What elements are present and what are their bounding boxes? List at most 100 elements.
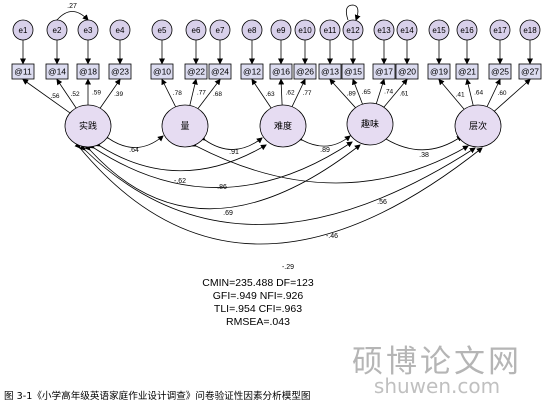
error-9: e9 — [270, 19, 292, 41]
error-covariance-arc — [51, 11, 89, 26]
indicator-box — [488, 63, 512, 80]
loading-arrow-16 — [465, 78, 474, 106]
factor-label: 实践 — [79, 120, 97, 131]
error-17: e17 — [489, 19, 511, 41]
indicator-box — [518, 63, 542, 80]
watermark-url: shuwen.com — [373, 374, 501, 398]
error-15: e15 — [428, 19, 450, 41]
factor-correlation-arc-6 — [88, 141, 353, 188]
diagram-nodes: @11@14@18@23@10@22@24@12@16@26@13@15@17@… — [11, 19, 542, 148]
factor-5: 层次 — [454, 104, 502, 148]
error-1: e1 — [12, 19, 34, 41]
indicator-label: @21 — [458, 67, 476, 77]
loading-arrow-2 — [56, 78, 77, 109]
factor-correlation-arc-4 — [380, 133, 463, 151]
indicator-9: @16 — [269, 63, 293, 80]
loading-arrow-18 — [494, 78, 531, 112]
indicator-label: @10 — [153, 67, 171, 77]
indicator-4: @23 — [108, 63, 132, 80]
loading-arrow-7 — [197, 78, 221, 109]
error-label: e7 — [216, 26, 225, 35]
site-watermark: 硕博论文网 shuwen.com — [332, 336, 542, 404]
loading-arrow-1 — [22, 78, 71, 114]
loading-label-4: .39 — [114, 91, 123, 98]
loading-arrow-12 — [351, 78, 363, 105]
loading-arrow-9 — [278, 78, 285, 106]
indicator-17: @25 — [488, 63, 512, 80]
loading-label-17: .60 — [498, 90, 507, 97]
indicator-box — [341, 63, 365, 80]
factor-4: 趣味 — [346, 102, 394, 146]
loading-label-7: .68 — [213, 91, 222, 98]
indicator-6: @22 — [184, 63, 208, 80]
fit-index-4: RMSEA=.043 — [226, 316, 290, 328]
factor-correlation-arc-2 — [199, 134, 263, 150]
indicator-label: @14 — [48, 67, 66, 77]
indicator-5: @10 — [150, 63, 174, 80]
error-circle — [77, 19, 99, 41]
error-3: e3 — [77, 19, 99, 41]
factor-ellipse — [454, 104, 502, 148]
indicator-label: @11 — [14, 67, 32, 77]
loading-arrow-4 — [99, 78, 121, 109]
factor-ellipse — [161, 104, 209, 148]
factor-ellipse — [64, 104, 112, 148]
factor-correlation-label-3: .89 — [320, 147, 330, 154]
indicator-label: @25 — [491, 67, 509, 77]
factor-correlation-label-6: .86 — [217, 184, 227, 191]
indicator-label: @13 — [321, 67, 339, 77]
error-label: e1 — [19, 26, 28, 35]
error-label: e18 — [523, 26, 537, 35]
error-label: e15 — [432, 26, 446, 35]
loading-label-13: .74 — [384, 89, 393, 96]
loading-label-11: .89 — [347, 91, 356, 98]
indicator-box — [240, 63, 264, 80]
error-circle — [428, 19, 450, 41]
factor-correlation-arc-8 — [84, 144, 361, 210]
indicator-label: @18 — [79, 67, 97, 77]
loading-label-15: .41 — [456, 91, 465, 98]
factor-correlation-label-2: .91 — [229, 149, 239, 156]
error-7: e7 — [209, 19, 231, 41]
error-4: e4 — [109, 19, 131, 41]
loading-arrow-17 — [486, 78, 501, 107]
factor-correlation-arc-7 — [190, 141, 469, 184]
error-label: e2 — [53, 26, 62, 35]
loading-label-1: .56 — [50, 93, 59, 100]
loading-arrow-15 — [438, 78, 465, 110]
indicator-18: @27 — [518, 63, 542, 80]
loading-label-5: .78 — [173, 90, 182, 97]
loading-label-14: .61 — [399, 90, 408, 97]
error-label: e6 — [192, 26, 201, 35]
indicator-label: @26 — [296, 67, 314, 77]
error-label: e5 — [158, 26, 167, 35]
error-label: e17 — [493, 26, 507, 35]
error-label: e13 — [377, 26, 391, 35]
error-6: e6 — [185, 19, 207, 41]
factor-correlation-label-4: .38 — [419, 152, 429, 159]
error-label: e9 — [277, 26, 286, 35]
error-13: e13 — [373, 19, 395, 41]
factor-correlation-label-7: .56 — [377, 199, 387, 206]
indicator-label: @22 — [187, 67, 205, 77]
fit-index-1: CMIN=235.488 DF=123 — [202, 277, 314, 289]
indicator-15: @19 — [427, 63, 451, 80]
loading-label-2: .52 — [71, 91, 80, 98]
loading-arrow-13 — [375, 78, 386, 104]
factor-correlation-label-8: .69 — [223, 210, 233, 217]
indicator-box — [45, 63, 69, 80]
factor-correlation-label-9: -.46 — [326, 233, 338, 240]
factor-2: 量 — [161, 104, 209, 148]
path-arrows — [20, 4, 533, 245]
fit-index-2: GFI=.949 NFI=.926 — [213, 290, 304, 302]
error-circle — [209, 19, 231, 41]
indicator-label: @24 — [211, 67, 229, 77]
indicator-14: @20 — [395, 63, 419, 80]
loading-label-10: .77 — [303, 90, 312, 97]
error-circle — [151, 19, 173, 41]
indicator-label: @17 — [375, 67, 393, 77]
indicator-11: @13 — [318, 63, 342, 80]
loading-label-3: .59 — [92, 89, 101, 96]
error-label: e16 — [460, 26, 474, 35]
loading-label-16: .64 — [474, 89, 483, 96]
